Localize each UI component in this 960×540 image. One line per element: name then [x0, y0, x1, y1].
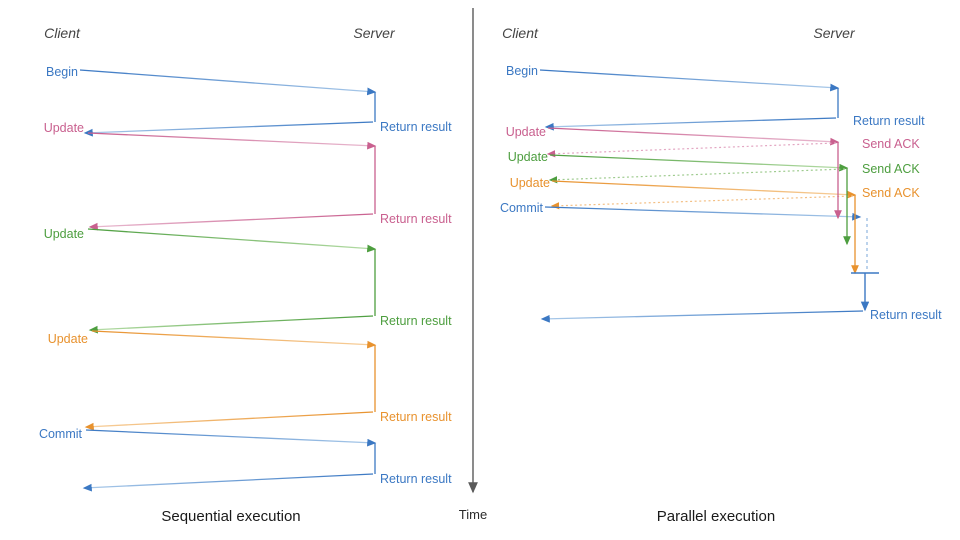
message-update-green-request: [87, 228, 377, 253]
message-return-result-4: [84, 411, 374, 431]
message-commit-request-parallel: [544, 206, 862, 221]
label-client-update-3-sequential: Update: [48, 332, 88, 346]
label-client-update-1-parallel: Update: [506, 125, 546, 139]
message-send-ack-green: [548, 168, 846, 184]
label-client-update-1-sequential: Update: [44, 121, 84, 135]
message-update-green-request-parallel: [549, 154, 849, 172]
label-server-return-1-sequential: Return result: [380, 120, 452, 134]
time-axis-label: Time: [459, 507, 487, 522]
lane-title-server-parallel: Server: [813, 25, 856, 41]
message-return-result-2: [88, 213, 374, 231]
lane-title-client-sequential: Client: [44, 25, 81, 41]
message-send-ack-orange: [550, 195, 854, 210]
message-return-result-1: [83, 121, 374, 137]
label-client-commit-sequential: Commit: [39, 427, 83, 441]
label-client-update-2-parallel: Update: [508, 150, 548, 164]
label-server-ack-orange: Send ACK: [862, 186, 920, 200]
message-return-result-3: [88, 315, 374, 334]
label-server-ack-green: Send ACK: [862, 162, 920, 176]
label-server-return-2-sequential: Return result: [380, 212, 452, 226]
message-return-result-final-parallel: [540, 310, 864, 323]
label-server-return-begin-parallel: Return result: [853, 114, 925, 128]
label-server-return-4-sequential: Return result: [380, 410, 452, 424]
message-update-pink-request: [87, 132, 377, 150]
label-client-update-3-parallel: Update: [510, 176, 550, 190]
caption-sequential: Sequential execution: [161, 508, 300, 525]
message-begin-request-parallel: [539, 69, 840, 92]
lane-title-server-sequential: Server: [353, 25, 396, 41]
caption-parallel: Parallel execution: [657, 508, 775, 525]
message-commit-request: [85, 429, 377, 447]
message-return-result-begin-parallel: [544, 117, 837, 131]
message-update-orange-request-parallel: [551, 180, 857, 199]
message-return-result-5: [82, 473, 374, 492]
message-update-pink-request-parallel: [547, 127, 840, 146]
label-client-begin-parallel: Begin: [506, 64, 538, 78]
message-begin-request: [79, 69, 377, 96]
panel-sequential: Client Server: [39, 25, 452, 525]
label-client-update-2-sequential: Update: [44, 227, 84, 241]
message-update-orange-request: [91, 330, 377, 349]
label-server-return-final-parallel: Return result: [870, 308, 942, 322]
label-server-return-3-sequential: Return result: [380, 314, 452, 328]
message-send-ack-pink: [546, 142, 837, 158]
lane-title-client-parallel: Client: [502, 25, 539, 41]
label-client-begin-sequential: Begin: [46, 65, 78, 79]
panel-parallel: Client Server: [500, 25, 942, 525]
label-client-commit-parallel: Commit: [500, 201, 544, 215]
label-server-return-5-sequential: Return result: [380, 472, 452, 486]
label-server-ack-pink: Send ACK: [862, 137, 920, 151]
